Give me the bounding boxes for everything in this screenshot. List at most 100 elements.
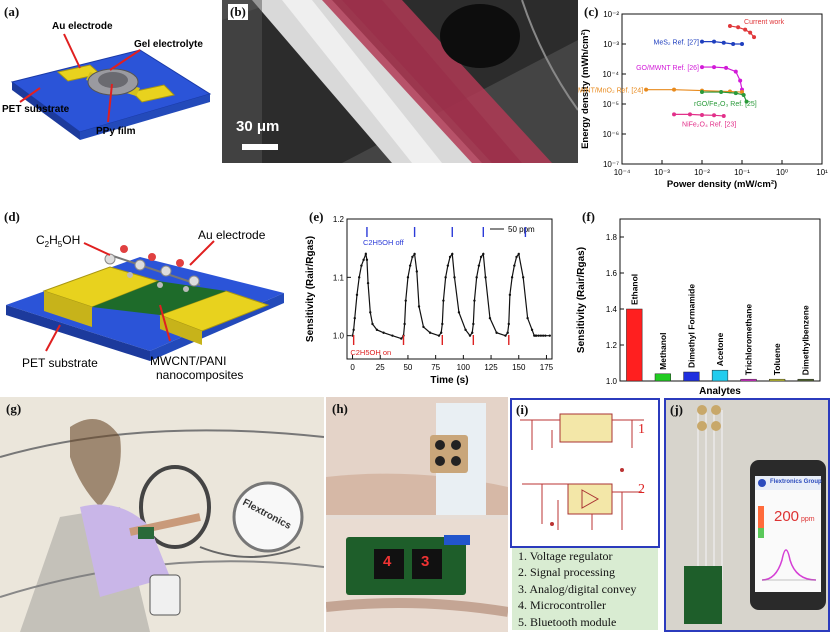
data-point: [700, 39, 704, 44]
legend-label: 50 ppm: [508, 225, 535, 234]
data-point: [417, 305, 421, 308]
phone-drawing: [149, 574, 181, 616]
pcb-board-j: [684, 566, 722, 624]
x-tick-label: 25: [376, 363, 385, 372]
panel-label-e: (e): [309, 209, 324, 224]
callout-ppy-film: PPy film: [96, 126, 136, 137]
circuit-schematic: [520, 413, 644, 530]
y-axis-label: Energy density (mWh/cm²): [580, 29, 591, 149]
data-point: [700, 112, 704, 117]
data-point: [364, 252, 368, 256]
data-point: [719, 90, 724, 95]
data-point: [366, 281, 370, 285]
arrow-pet: [19, 87, 41, 103]
x-axis-label: Power density (mW/cm²): [667, 179, 777, 190]
series-label: rGO/Fe₂O₃ Ref. [25]: [694, 101, 757, 108]
annotation-off: C2H5OH off: [363, 238, 405, 247]
plot-frame: [621, 13, 823, 165]
data-point: [515, 255, 518, 259]
y-tick-label: 1.0: [606, 377, 618, 386]
data-point: [353, 316, 356, 320]
bar-category-label: Toluene: [772, 343, 782, 375]
data-point: [453, 276, 456, 279]
data-point: [513, 264, 516, 267]
bar: [626, 308, 643, 382]
data-point: [375, 328, 379, 332]
dashboard-screen: [232, 481, 304, 553]
data-point: [475, 276, 478, 279]
data-point: [727, 23, 732, 28]
bar: [711, 369, 729, 382]
annotation-on: C2H5OH on: [350, 348, 391, 357]
panel-label-f: (f): [582, 209, 595, 224]
data-point: [736, 25, 741, 30]
data-point: [733, 69, 738, 74]
scale-bar: [242, 144, 278, 150]
y-tick-label: 1.4: [606, 305, 618, 314]
bar-category-label: Dimethylbenzene: [801, 305, 811, 375]
wrist-photos: [326, 397, 508, 632]
phone-header-text: Flextronics Group: [770, 479, 822, 485]
data-point: [473, 299, 476, 302]
data-point: [479, 255, 483, 259]
data-point: [437, 334, 441, 337]
list-item: 3. Analog/digital convey: [518, 581, 637, 596]
arrow-pet-d: [45, 324, 61, 352]
data-point: [721, 113, 726, 118]
data-point: [508, 293, 512, 297]
arrow-au: [63, 33, 81, 69]
arrow-ethanol: [83, 242, 111, 256]
bar: [797, 378, 814, 382]
panel-label-g: (g): [6, 401, 22, 416]
data-point: [548, 334, 551, 337]
data-point: [544, 334, 547, 337]
y-tick-label: 10⁻⁵: [603, 100, 619, 109]
data-point: [712, 113, 717, 118]
data-point: [507, 322, 510, 326]
data-point: [371, 322, 374, 326]
data-point: [687, 112, 692, 117]
y-tick-label: 1.6: [606, 269, 618, 278]
panel-b-sem-image: (b) 30 μm: [222, 0, 578, 163]
x-tick-label: 0: [350, 363, 355, 372]
series-label: GO/MWNT Ref. [26]: [636, 65, 699, 72]
bar-category-label: Methanol: [658, 332, 668, 369]
data-point: [517, 252, 520, 256]
x-tick-label: 10⁻¹: [734, 168, 750, 177]
panel-g-drawing: (g) Flextronics: [0, 397, 324, 632]
callout-au-electrode-d: Au electrode: [198, 228, 266, 242]
data-point: [448, 255, 452, 259]
data-point: [743, 27, 748, 32]
y-tick-label: 1.1: [333, 273, 345, 282]
callout-mwcnt-pani: MWCNT/PANI: [150, 354, 226, 368]
data-point: [442, 299, 445, 302]
panel-label-c: (c): [584, 4, 599, 19]
callout-ethanol-formula: C2H5OH: [36, 233, 80, 249]
y-axis-label: Sensitivity (Rair/Rgas): [305, 236, 316, 342]
x-axis-label: Time (s): [430, 375, 468, 386]
data-point: [672, 112, 677, 117]
phone-photo: [666, 400, 828, 630]
data-point: [721, 40, 726, 45]
data-point: [484, 276, 487, 279]
driver-hair: [70, 419, 121, 507]
data-point: [738, 78, 743, 83]
list-item: 5. Bluetooth module: [518, 614, 617, 629]
data-point: [712, 39, 717, 44]
data-point: [382, 331, 385, 334]
panel-d: C2H5OH Au electrode PET substrate MWCNT/…: [0, 205, 290, 387]
data-point: [369, 311, 372, 314]
data-point: [724, 65, 729, 70]
data-point: [400, 337, 403, 340]
substrate-edge-d-left: [6, 305, 150, 361]
data-point: [526, 316, 529, 320]
callout-nanocomposites: nanocomposites: [156, 368, 243, 382]
list-item: 2. Signal processing: [518, 565, 615, 580]
bar: [740, 378, 757, 382]
x-tick-label: 10⁻²: [694, 168, 710, 177]
data-point: [537, 334, 540, 337]
callout-gel-electrolyte: Gel electrolyte: [134, 39, 203, 50]
